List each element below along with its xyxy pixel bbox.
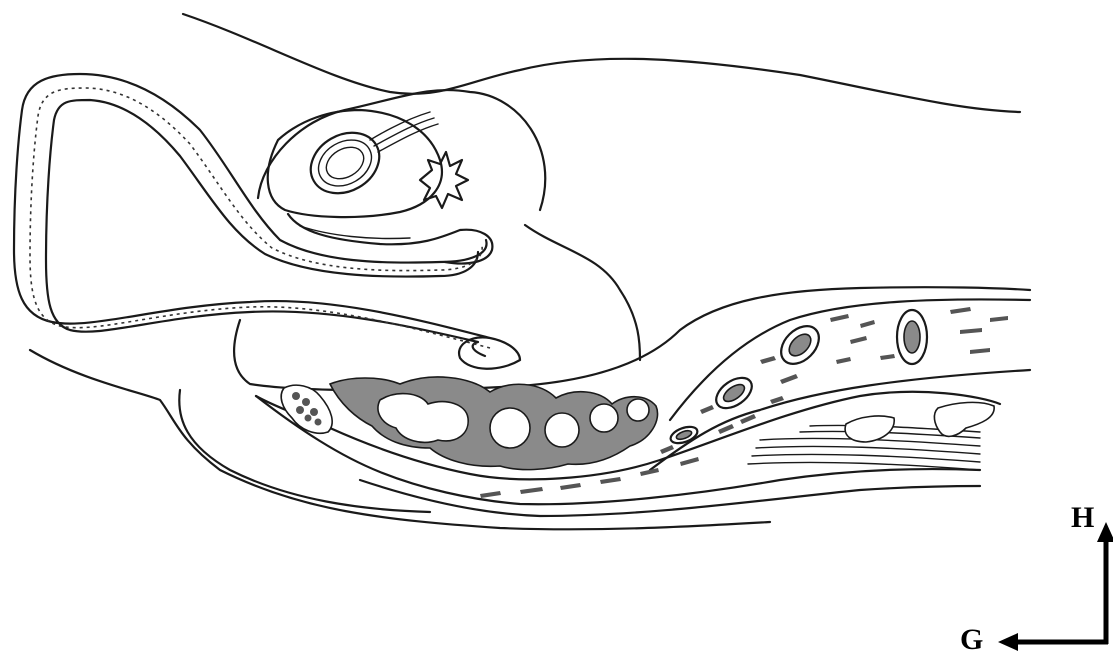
coccyx-segment-1 xyxy=(845,416,894,442)
vertebra-1 xyxy=(668,424,699,447)
bowel-lumen-5 xyxy=(627,399,649,421)
horizontal-axis-arrowhead xyxy=(998,633,1018,651)
rupture-star xyxy=(420,152,468,208)
follicle-mid xyxy=(310,131,379,195)
vertebra-4 xyxy=(897,310,927,364)
tube-inner xyxy=(46,100,485,356)
bowel-lumen-4 xyxy=(590,404,618,432)
canal-bottom xyxy=(360,480,980,516)
tube-outer xyxy=(14,74,520,369)
bowel-lumen-3 xyxy=(545,413,579,447)
vertebra-3 xyxy=(774,319,826,371)
abdominal-mass-outline xyxy=(258,90,640,360)
organ-upper-lobe xyxy=(268,110,442,217)
orientation-axes xyxy=(998,522,1113,651)
axis-label-h: H xyxy=(1071,503,1094,533)
axis-label-g: G xyxy=(960,625,983,655)
follicle-inner xyxy=(321,141,370,185)
vertebra-2 xyxy=(711,372,758,415)
follicle-outer xyxy=(300,121,390,205)
bowel-lumen-2 xyxy=(490,408,530,448)
back-contour xyxy=(183,14,1020,112)
vertical-axis-arrowhead xyxy=(1097,522,1113,542)
pubic-bone xyxy=(281,385,332,433)
ligament-strands xyxy=(370,112,438,152)
